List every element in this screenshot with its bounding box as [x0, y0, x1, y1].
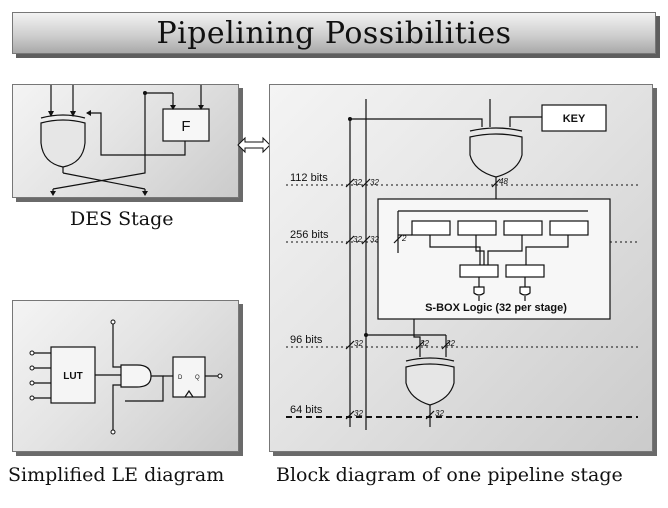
- pipeline-stage-diagram: KEY S-BOX Logic (32 per stage) 112 bits …: [286, 99, 638, 430]
- bus-width-label: 32: [353, 178, 362, 187]
- lut-label: LUT: [63, 371, 82, 382]
- f-label: F: [181, 118, 190, 135]
- des-stage-diagram: F: [40, 85, 210, 196]
- bus-width-label: 32: [435, 409, 444, 418]
- ff-d-label: D: [178, 375, 183, 381]
- bus-width-label: 32: [354, 339, 363, 348]
- des-stage-caption: DES Stage: [70, 208, 174, 230]
- bus-width-label: 2: [401, 234, 407, 243]
- bus-width-label: 32: [370, 235, 379, 244]
- des-stage-panel: F: [12, 84, 239, 198]
- bits-label-64: 64 bits: [290, 404, 323, 416]
- page-title: Pipelining Possibilities: [156, 15, 512, 51]
- key-label: KEY: [563, 113, 586, 125]
- pipeline-stage-caption: Block diagram of one pipeline stage: [276, 464, 623, 486]
- pipeline-stage-panel: KEY S-BOX Logic (32 per stage) 112 bits …: [269, 84, 653, 452]
- bus-width-label: 32: [370, 178, 379, 187]
- sbox-label: S-BOX Logic (32 per stage): [425, 302, 567, 314]
- bus-width-label: 32: [446, 339, 455, 348]
- bits-label-112: 112 bits: [290, 172, 328, 184]
- le-diagram-panel: LUT D Q: [12, 300, 239, 452]
- bus-width-label: 48: [499, 177, 508, 186]
- bits-label-256: 256 bits: [290, 229, 329, 241]
- bus-width-label: 32: [420, 339, 429, 348]
- double-arrow-icon: [237, 136, 271, 154]
- bits-label-96: 96 bits: [290, 334, 323, 346]
- le-diagram-caption: Simplified LE diagram: [8, 464, 225, 486]
- bus-width-label: 32: [354, 409, 363, 418]
- ff-q-label: Q: [195, 375, 200, 381]
- title-bar: Pipelining Possibilities: [12, 12, 656, 54]
- bus-width-label: 32: [353, 235, 362, 244]
- le-diagram: LUT D Q: [29, 319, 223, 435]
